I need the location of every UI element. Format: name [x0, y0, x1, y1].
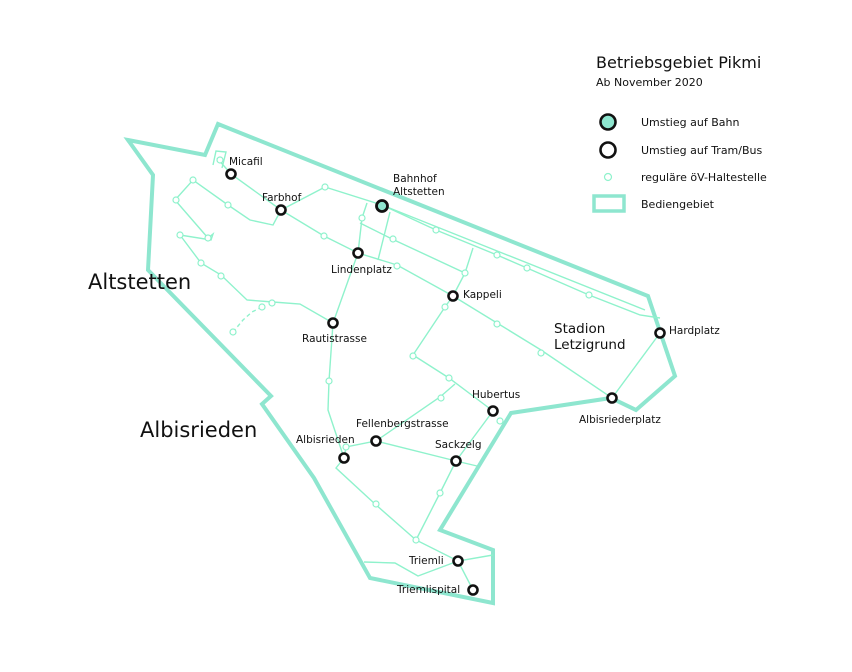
label-stadion-1: Stadion	[554, 321, 605, 337]
regular-stop[interactable]	[172, 196, 180, 204]
regular-stop[interactable]	[204, 234, 212, 242]
regular-stop[interactable]	[441, 303, 449, 311]
route-line	[174, 179, 334, 324]
stop-triemli[interactable]	[452, 555, 464, 567]
regular-stop[interactable]	[325, 377, 333, 385]
rectangle-outline-icon	[592, 194, 626, 213]
label-micafil: Micafil	[229, 156, 263, 168]
regular-stop[interactable]	[436, 489, 444, 497]
label-sackzelg: Sackzelg	[435, 439, 482, 451]
route-line	[212, 150, 227, 169]
label-farbhof: Farbhof	[262, 192, 302, 204]
route-line	[280, 209, 613, 399]
stop-albisriederplatz[interactable]	[606, 392, 618, 404]
regular-stop[interactable]	[197, 259, 205, 267]
stop-rautistrasse[interactable]	[327, 317, 339, 329]
regular-stop[interactable]	[358, 214, 366, 222]
label-hubertus: Hubertus	[472, 389, 520, 401]
route-line	[363, 554, 494, 577]
legend-label-regular-stop: reguläre öV-Haltestelle	[641, 171, 767, 184]
regular-stops	[172, 156, 593, 544]
label-triemlispital: Triemlispital	[396, 584, 460, 596]
regular-stop[interactable]	[523, 264, 531, 272]
route-line	[335, 457, 417, 541]
transfer-stops	[225, 168, 666, 596]
label-hardplatz: Hardplatz	[669, 325, 720, 337]
stop-lindenplatz[interactable]	[352, 247, 364, 259]
regular-stop[interactable]	[389, 235, 397, 243]
route-line	[327, 252, 359, 459]
label-albisrieden: Albisrieden	[296, 434, 355, 446]
label-stadion-2: Letzigrund	[554, 337, 626, 353]
legend-label-service-area: Bediengebiet	[641, 198, 715, 211]
route-line	[377, 211, 391, 261]
legend: Betriebsgebiet Pikmi Ab November 2020 Um…	[592, 53, 767, 213]
regular-stop[interactable]	[176, 231, 184, 239]
regular-stop[interactable]	[393, 262, 401, 270]
legend-label-rail: Umstieg auf Bahn	[641, 116, 739, 129]
label-area-altstetten: Altstetten	[88, 270, 191, 294]
regular-stop[interactable]	[216, 156, 224, 164]
regular-stop[interactable]	[217, 272, 225, 280]
area-labels: Altstetten Albisrieden Stadion Letzigrun…	[88, 270, 626, 442]
stop-hardplatz[interactable]	[654, 327, 666, 339]
legend-title: Betriebsgebiet Pikmi	[596, 53, 761, 72]
regular-stop[interactable]	[189, 176, 197, 184]
label-bahnhof-2: Altstetten	[393, 186, 445, 198]
stop-micafil[interactable]	[225, 168, 237, 180]
regular-stop[interactable]	[585, 291, 593, 299]
regular-stop[interactable]	[493, 320, 501, 328]
regular-stop[interactable]	[342, 443, 350, 451]
stop-fellenbergstrasse[interactable]	[370, 435, 382, 447]
regular-stop[interactable]	[437, 394, 445, 402]
label-triemli: Triemli	[408, 555, 444, 567]
regular-stop[interactable]	[409, 352, 417, 360]
route-line-dashed	[232, 306, 263, 333]
stop-hubertus[interactable]	[487, 405, 499, 417]
regular-stop[interactable]	[496, 417, 504, 425]
regular-stop[interactable]	[268, 299, 276, 307]
route-line	[611, 332, 661, 399]
regular-stop[interactable]	[372, 500, 380, 508]
legend-label-tram-bus: Umstieg auf Tram/Bus	[641, 144, 763, 157]
regular-stop[interactable]	[432, 226, 440, 234]
route-line	[357, 202, 368, 254]
stop-albisrieden[interactable]	[338, 452, 350, 464]
route-line	[375, 383, 456, 442]
regular-stop[interactable]	[229, 328, 237, 336]
station-labels: Micafil Farbhof Bahnhof Altstetten Linde…	[229, 156, 720, 596]
regular-stop[interactable]	[412, 536, 420, 544]
label-rautistrasse: Rautistrasse	[302, 333, 367, 345]
legend-subtitle: Ab November 2020	[596, 76, 703, 89]
ring-icon	[599, 141, 617, 159]
label-albisriederplatz: Albisriederplatz	[579, 414, 661, 426]
stop-bahnhof-altstetten[interactable]	[375, 199, 389, 213]
stop-farbhof[interactable]	[275, 204, 287, 216]
label-area-albisrieden: Albisrieden	[140, 418, 257, 442]
regular-stop[interactable]	[320, 232, 328, 240]
regular-stop[interactable]	[445, 374, 453, 382]
service-area-boundary	[123, 121, 678, 606]
label-fellenbergstrasse: Fellenbergstrasse	[356, 418, 449, 430]
small-ring-icon	[603, 172, 613, 182]
regular-stop[interactable]	[224, 201, 232, 209]
regular-stop[interactable]	[258, 303, 266, 311]
regular-stop[interactable]	[493, 251, 501, 259]
regular-stop[interactable]	[321, 183, 329, 191]
filled-circle-icon	[599, 113, 617, 131]
route-line	[359, 222, 474, 274]
stop-triemlispital[interactable]	[467, 584, 479, 596]
label-lindenplatz: Lindenplatz	[331, 264, 392, 276]
stop-kappeli[interactable]	[447, 290, 459, 302]
stop-sackzelg[interactable]	[450, 455, 462, 467]
regular-stop[interactable]	[537, 349, 545, 357]
label-bahnhof-1: Bahnhof	[393, 173, 437, 185]
regular-stop[interactable]	[461, 269, 469, 277]
label-kappeli: Kappeli	[463, 289, 502, 301]
